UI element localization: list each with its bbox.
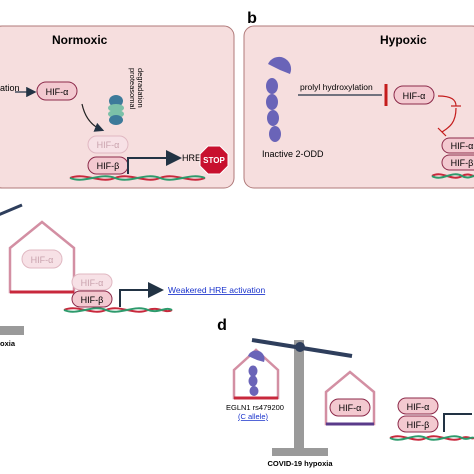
- covid-hypoxia-label: COVID-19 hypoxia: [267, 459, 333, 468]
- c-hif-alpha-faded: HIF-α: [81, 278, 104, 288]
- scale-base: [272, 448, 328, 456]
- degradation-text-2: degradation: [136, 68, 145, 108]
- curved-arrow: [81, 103, 105, 132]
- stop-label: STOP: [203, 156, 225, 165]
- panel-d: EGLN1 rs479200 (C allele) HIF-α COVID-19…: [226, 338, 474, 468]
- dna-helix-icon: [389, 435, 474, 441]
- d-hif-alpha: HIF-α: [407, 402, 430, 412]
- hif-alpha-faded-label: HIF-α: [97, 140, 120, 150]
- scale-base: [0, 326, 24, 335]
- d-house-hif-label: HIF-α: [339, 403, 362, 413]
- hif-beta-bound-label: HIF-β: [451, 158, 474, 168]
- egln1-label: EGLN1 rs479200: [226, 403, 284, 412]
- hif-alpha-bound-pill: [441, 137, 474, 154]
- hydroxylation-text: ation: [0, 83, 20, 93]
- c-hypoxia-label: oxia: [0, 339, 16, 348]
- hif-alpha-pill-hypoxic: [393, 85, 435, 105]
- prolyl-hydroxylation-label: prolyl hydroxylation: [300, 82, 373, 92]
- proteasome-icon: [108, 95, 124, 125]
- hif-alpha-faded-pill: [87, 135, 129, 154]
- stop-sign-icon: [199, 145, 229, 175]
- panel-letter-b: b: [247, 10, 257, 27]
- hypoxic-panel: Hypoxic Inactive 2-ODD prolyl hydroxylat…: [243, 25, 474, 189]
- panel-letter-d: d: [217, 317, 227, 334]
- house-hif-label: HIF-α: [31, 255, 54, 265]
- egln1-enzyme-icon: [248, 350, 265, 396]
- hif-alpha-bound-label: HIF-α: [451, 141, 474, 151]
- inactive-odd-label: Inactive 2-ODD: [262, 149, 324, 159]
- hif-beta-bound-pill: [441, 154, 474, 171]
- d-hif-beta: HIF-β: [407, 420, 430, 430]
- hypoxic-title: Hypoxic: [380, 33, 427, 47]
- hif-alpha-hypoxic-label: HIF-α: [403, 91, 426, 101]
- hif-alpha-label: HIF-α: [46, 87, 69, 97]
- dna-helix-icon: [69, 175, 206, 181]
- allele-link[interactable]: (C allele): [238, 412, 269, 421]
- hif-beta-label: HIF-β: [97, 161, 120, 171]
- scale-pillar: [294, 340, 304, 450]
- normoxic-panel: Normoxic ation HIF-α proteasomal degrada…: [0, 25, 235, 189]
- hre-label: HRE: [182, 153, 201, 163]
- panel-c: HIF-α HIF-α HIF-β Weakered HRE activatio…: [0, 203, 265, 348]
- dna-helix-icon: [63, 307, 173, 313]
- weakened-hre-link[interactable]: Weakered HRE activation: [168, 285, 265, 295]
- odd-enzyme-icon: [266, 56, 292, 142]
- degradation-text: proteasomal: [128, 68, 137, 110]
- normoxic-title: Normoxic: [52, 33, 108, 47]
- hif-alpha-pill: [36, 81, 78, 101]
- c-hif-beta: HIF-β: [81, 295, 104, 305]
- dna-helix-icon: [431, 173, 474, 179]
